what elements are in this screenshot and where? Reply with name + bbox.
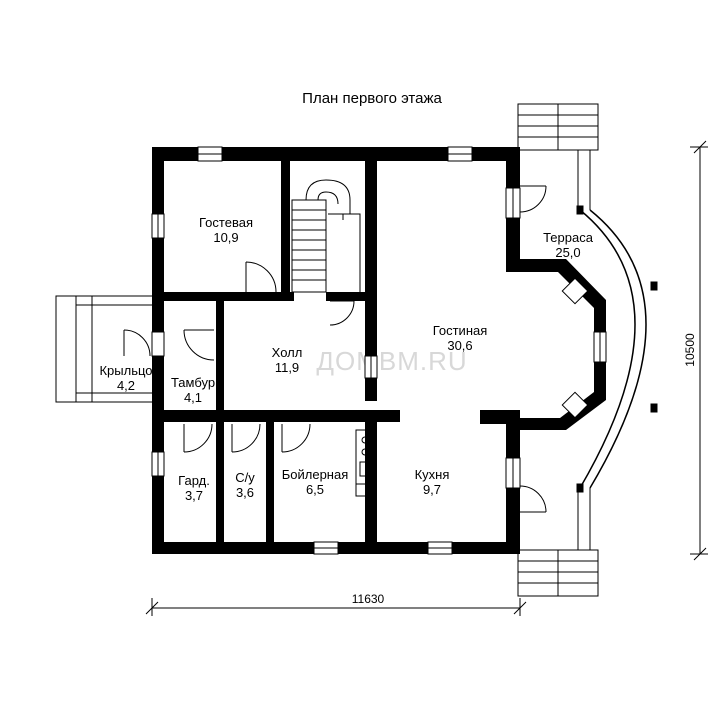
porch-outline <box>55 295 155 403</box>
room-area-living: 30,6 <box>447 338 472 353</box>
room-name-vestibule: Тамбур <box>171 375 215 390</box>
room-name-living: Гостиная <box>433 323 488 338</box>
width-dimension <box>145 598 527 616</box>
room-area-wardrobe: 3,7 <box>185 488 203 503</box>
room-area-vestibule: 4,1 <box>184 390 202 405</box>
room-name-bathroom: С/у <box>235 470 255 485</box>
room-name-kitchen: Кухня <box>415 467 450 482</box>
room-name-wardrobe: Гард. <box>178 473 210 488</box>
width-dimension-label: 11630 <box>352 592 385 606</box>
room-area-hall: 11,9 <box>275 360 299 375</box>
room-name-porch: Крыльцо <box>99 363 152 378</box>
room-area-terrace: 25,0 <box>555 245 580 260</box>
room-area-porch: 4,2 <box>117 378 135 393</box>
room-area-kitchen: 9,7 <box>423 482 441 497</box>
kitchen-counter <box>355 429 375 497</box>
terrace-rails <box>577 150 591 550</box>
plan-title: План первого этажа <box>302 90 442 107</box>
terrace-arc <box>576 205 658 493</box>
doors <box>123 185 547 513</box>
terrace-top-steps <box>517 103 599 151</box>
room-name-guest: Гостевая <box>199 215 253 230</box>
room-labels: Гостевая 10,9 Холл 11,9 Гостиная 30,6 Те… <box>99 215 593 503</box>
windows <box>151 146 607 555</box>
room-name-boiler: Бойлерная <box>282 467 349 482</box>
watermark: ДОМВМ.RU <box>316 346 467 376</box>
room-area-guest: 10,9 <box>213 230 238 245</box>
height-dimension <box>690 140 708 561</box>
room-name-terrace: Терраса <box>543 230 594 245</box>
height-dimension-label: 10500 <box>683 333 697 367</box>
terrace-bottom-steps <box>517 549 599 597</box>
room-name-hall: Холл <box>272 345 303 360</box>
room-area-boiler: 6,5 <box>306 482 324 497</box>
room-area-bathroom: 3,6 <box>236 485 254 500</box>
staircase <box>291 179 361 293</box>
